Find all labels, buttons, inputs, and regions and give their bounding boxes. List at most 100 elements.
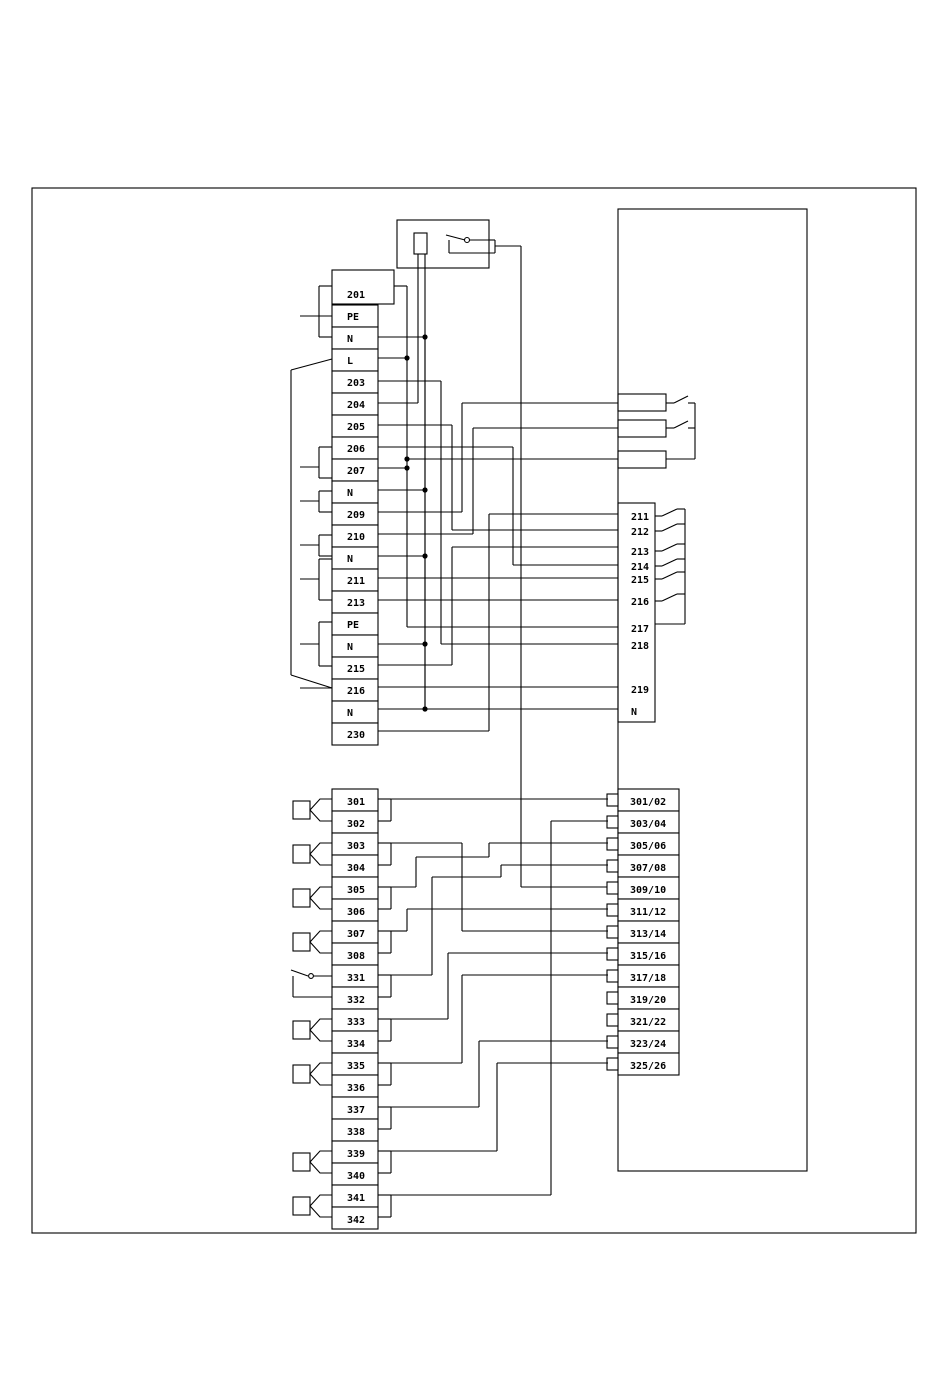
drawing-frame (32, 188, 916, 1233)
sensor-icon (293, 1151, 332, 1173)
terminal-b-label: 339 (347, 1149, 365, 1160)
terminal-a-label: 230 (347, 730, 365, 741)
controller-connector-label: 321/22 (630, 1017, 666, 1028)
terminal-b-label: 301 (347, 797, 365, 808)
controller-connector: 305/06 (607, 833, 679, 855)
terminal-a-cell: 215 (332, 657, 378, 679)
terminal-a-label: 203 (347, 378, 365, 389)
controller-connector: 307/08 (607, 855, 679, 877)
controller-connector-label: 319/20 (630, 995, 666, 1006)
controller-connector: 315/16 (607, 943, 679, 965)
terminal-b-label: 332 (347, 995, 365, 1006)
controller-connector-label: 315/16 (630, 951, 666, 962)
sensor-icon (293, 887, 332, 909)
terminal-b-label: 342 (347, 1215, 365, 1226)
terminal-a-label: 204 (347, 400, 365, 411)
controller-connector: 319/20 (607, 987, 679, 1009)
terminal-a-label: N (347, 708, 353, 719)
controller-terminal-label: 214 (631, 562, 649, 573)
sensor-icon (293, 1019, 332, 1041)
sensor-icon (293, 799, 332, 821)
terminal-b-cell: 332 (332, 987, 378, 1009)
controller-connector: 317/18 (607, 965, 679, 987)
terminal-a-label: 201 (347, 290, 365, 301)
terminal-b-cell: 307 (332, 921, 378, 943)
terminal-b-label: 303 (347, 841, 365, 852)
controller-connector-label: 307/08 (630, 863, 666, 874)
controller-connector-label: 309/10 (630, 885, 666, 896)
controller-terminal-label: 217 (631, 624, 649, 635)
terminal-b-cell: 340 (332, 1163, 378, 1185)
terminal-a-cell: 206 (332, 437, 378, 459)
terminal-b-cell: 305 (332, 877, 378, 899)
sensor-icon (293, 1063, 332, 1085)
terminal-a-cell: N (332, 481, 378, 503)
controller-connector-label: 323/24 (630, 1039, 666, 1050)
controller-terminal-label: 216 (631, 597, 649, 608)
terminal-a-cell: 210 (332, 525, 378, 547)
terminal-a-label: 207 (347, 466, 365, 477)
left-bridges (291, 286, 332, 688)
switch-box (397, 220, 608, 887)
terminal-b-label: 341 (347, 1193, 365, 1204)
terminal-b-label: 302 (347, 819, 365, 830)
controller-terminal-label: 213 (631, 547, 649, 558)
sensor-icon (293, 931, 332, 953)
terminal-a-label: 205 (347, 422, 365, 433)
controller-connector-label: 301/02 (630, 797, 666, 808)
terminal-a-label: 216 (347, 686, 365, 697)
controller-terminal-label: 211 (631, 512, 649, 523)
terminal-a-label: N (347, 554, 353, 565)
controller-connector-label: 305/06 (630, 841, 666, 852)
terminal-b-cell: 336 (332, 1075, 378, 1097)
controller-connector: 311/12 (607, 899, 679, 921)
terminal-b-cell: 342 (332, 1207, 378, 1229)
terminal-a-label: 210 (347, 532, 365, 543)
controller-connector: 321/22 (607, 1009, 679, 1031)
terminal-b-label: 334 (347, 1039, 365, 1050)
terminal-b-cell: 302 (332, 811, 378, 833)
terminal-b-label: 337 (347, 1105, 365, 1116)
terminal-b-cell: 303 (332, 833, 378, 855)
terminal-b-cell: 337 (332, 1097, 378, 1119)
terminal-a-label: N (347, 488, 353, 499)
terminal-a-cell: 213 (332, 591, 378, 613)
terminal-b-label: 335 (347, 1061, 365, 1072)
terminal-b-label: 305 (347, 885, 365, 896)
controller-terminal-label: 219 (631, 685, 649, 696)
terminal-a-cell: 230 (332, 723, 378, 745)
terminal-a-label: 215 (347, 664, 365, 675)
terminal-b-label: 308 (347, 951, 365, 962)
terminal-b-label: 304 (347, 863, 365, 874)
terminal-b-label: 336 (347, 1083, 365, 1094)
sensors (293, 799, 332, 1217)
terminal-b-cell: 306 (332, 899, 378, 921)
terminal-a-cell: PE (332, 305, 378, 327)
terminal-a-cell: N (332, 701, 378, 723)
terminal-a-cell: 216 (332, 679, 378, 701)
terminal-b-cell: 304 (332, 855, 378, 877)
terminal-a-cell: 204 (332, 393, 378, 415)
switch-331 (291, 970, 332, 997)
controller-connector-label: 303/04 (630, 819, 666, 830)
terminal-a-label: L (347, 356, 353, 367)
controller-connector: 309/10 (607, 877, 679, 899)
controller-connector-label: 325/26 (630, 1061, 666, 1072)
terminal-a-label: N (347, 334, 353, 345)
terminal-b-label: 331 (347, 973, 365, 984)
controller-connector-label: 313/14 (630, 929, 666, 940)
wiring-upper (378, 303, 618, 731)
controller-terminal-label: 212 (631, 527, 649, 538)
sensor-icon (293, 1195, 332, 1217)
terminal-a-cell: 205 (332, 415, 378, 437)
terminal-b-cell: 333 (332, 1009, 378, 1031)
terminal-a-cell: N (332, 327, 378, 349)
terminal-a-label: 206 (347, 444, 365, 455)
controller-terminal-label: 218 (631, 641, 649, 652)
terminal-b-label: 333 (347, 1017, 365, 1028)
terminal-b-cell: 338 (332, 1119, 378, 1141)
terminal-b-cell: 335 (332, 1053, 378, 1075)
